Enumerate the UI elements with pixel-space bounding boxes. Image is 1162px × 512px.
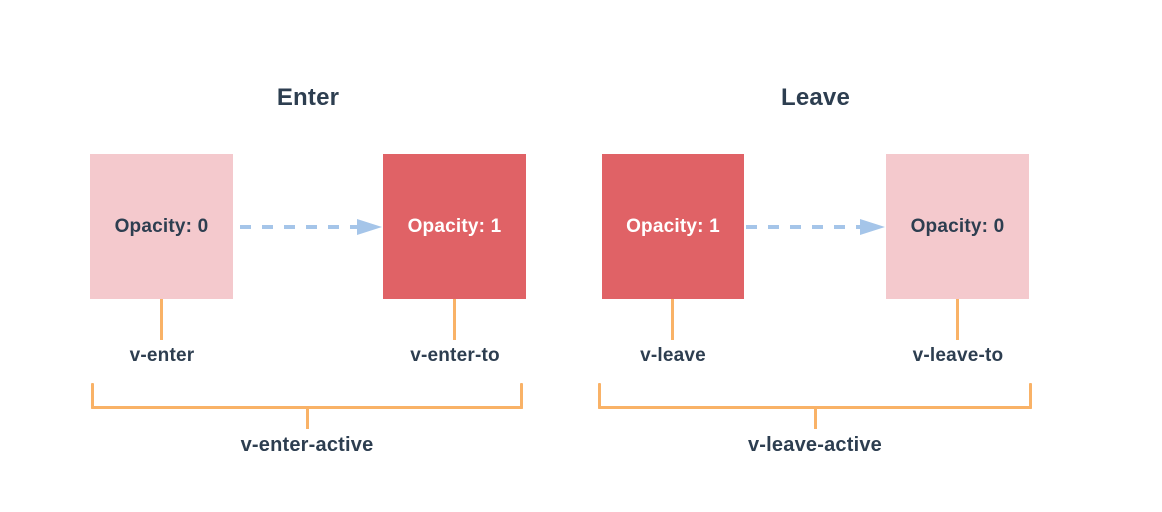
leave-title: Leave: [780, 84, 851, 111]
enter-start-connector-line: [160, 299, 163, 340]
leave-start-connector-line: [671, 299, 674, 340]
leave-active-class-label: v-leave-active: [747, 434, 882, 456]
leave-start-class-label: v-leave: [640, 345, 706, 366]
dashed-arrow-right-icon: [746, 219, 885, 235]
bracket-stem: [305, 409, 309, 429]
leave-end-box-label: Opacity: 0: [910, 215, 1005, 237]
leave-end-box: Opacity: 0: [886, 154, 1029, 299]
enter-end-box-label: Opacity: 1: [407, 215, 502, 237]
enter-end-box: Opacity: 1: [383, 154, 526, 299]
leave-end-class-label: v-leave-to: [912, 345, 1004, 366]
enter-title: Enter: [276, 84, 340, 111]
bracket-bar: [91, 406, 523, 409]
bracket-right-tick: [1029, 383, 1032, 409]
bracket-bar: [598, 406, 1032, 409]
leave-start-box-label: Opacity: 1: [626, 215, 720, 237]
enter-start-box: Opacity: 0: [90, 154, 233, 299]
leave-active-bracket: [598, 383, 1032, 431]
enter-start-class-label: v-enter: [129, 345, 195, 366]
dashed-arrow-right-icon: [240, 219, 382, 235]
leave-start-box: Opacity: 1: [602, 154, 744, 299]
enter-start-box-label: Opacity: 0: [114, 215, 209, 237]
leave-end-connector-line: [956, 299, 959, 340]
enter-end-class-label: v-enter-to: [410, 345, 500, 366]
bracket-left-tick: [598, 383, 601, 409]
bracket-left-tick: [91, 383, 94, 409]
bracket-stem: [813, 409, 817, 429]
bracket-right-tick: [520, 383, 523, 409]
enter-active-bracket: [91, 383, 523, 431]
enter-active-class-label: v-enter-active: [240, 434, 374, 456]
enter-end-connector-line: [453, 299, 456, 340]
